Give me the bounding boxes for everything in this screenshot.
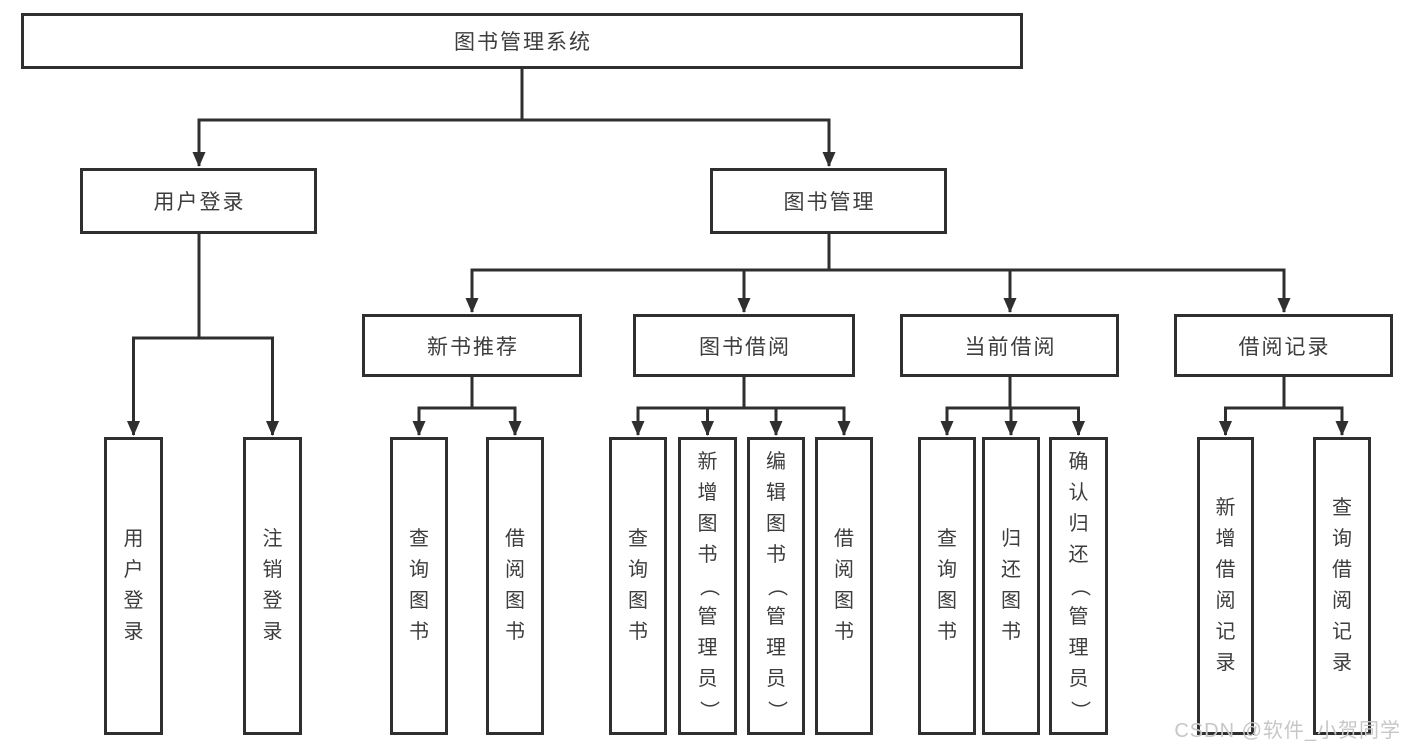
node-new-book-recommend: 新书推荐: [362, 314, 582, 377]
leaf-query-borrow-record: 查询借阅记录: [1313, 437, 1371, 735]
csdn-watermark: CSDN @软件_小贺同学: [1174, 720, 1401, 742]
leaf-confirm-return-admin: 确认归还（管理员）: [1049, 437, 1108, 735]
leaf-query-books: 查询图书: [609, 437, 667, 735]
connector-rails: [132, 67, 1344, 410]
node-borrowing-records: 借阅记录: [1174, 314, 1393, 377]
node-current-borrowing: 当前借阅: [900, 314, 1119, 377]
node-library-management-system: 图书管理系统: [21, 13, 1023, 69]
node-book-management: 图书管理: [710, 168, 947, 234]
leaf-borrow-books: 借阅图书: [815, 437, 873, 735]
leaf-user-login: 用户登录: [104, 437, 163, 735]
leaf-query-books: 查询图书: [918, 437, 976, 735]
leaf-add-borrow-record: 新增借阅记录: [1197, 437, 1254, 735]
leaf-logout: 注销登录: [243, 437, 302, 735]
leaf-borrow-books: 借阅图书: [486, 437, 544, 735]
connector-arrows: [126, 120, 1349, 436]
leaf-add-books-admin: 新增图书（管理员）: [678, 437, 737, 735]
leaf-query-books: 查询图书: [390, 437, 448, 735]
node-user-login: 用户登录: [80, 168, 317, 234]
leaf-return-books: 归还图书: [982, 437, 1040, 735]
node-book-borrowing: 图书借阅: [633, 314, 855, 377]
leaf-edit-books-admin: 编辑图书（管理员）: [747, 437, 805, 735]
